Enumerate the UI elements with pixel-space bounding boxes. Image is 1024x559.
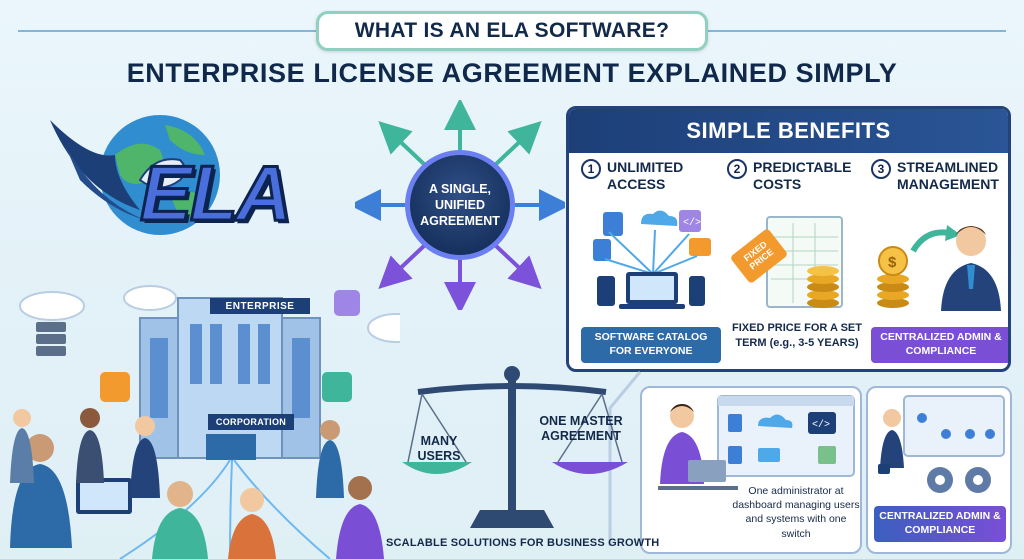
hub-arrows (355, 100, 565, 310)
code-icon (679, 210, 701, 232)
benefits-title: SIMPLE BENEFITS (569, 109, 1008, 153)
gear-icon (927, 467, 991, 493)
balance-scale-icon (402, 366, 628, 528)
arrow-down-left (378, 243, 427, 289)
benefit-title: STREAMLINED MANAGEMENT (897, 159, 999, 192)
coin-stack-icon (807, 266, 839, 308)
scale-left-label: MANY USERS (417, 434, 461, 463)
admin-caption: One administrator at dashboard managing … (732, 485, 860, 540)
benefit-caption: FIXED PRICE FOR A SET TERM (e.g., 3-5 YE… (732, 322, 862, 349)
database-icon (593, 239, 611, 261)
admin-illustration: </> (658, 395, 855, 490)
building-sign-bottom: CORPORATION (208, 414, 294, 430)
benefit-streamlined-management: 3 STREAMLINED MANAGEMENT $ CENTRALIZED A… (871, 159, 1008, 369)
administrator-icon (658, 404, 738, 490)
benefit-number: 1 (581, 159, 601, 179)
server-icon (36, 322, 66, 356)
connector-line (608, 371, 642, 546)
benefit-title: UNLIMITED ACCESS (607, 159, 684, 192)
cloud-app-icon (322, 372, 352, 402)
app-catalog-illustration: </> (593, 210, 711, 309)
document-icon (603, 212, 623, 236)
benefit-unlimited-access: 1 UNLIMITED ACCESS </> SOFTWARE CATALOG … (581, 159, 721, 369)
benefits-panel: SIMPLE BENEFITS 1 UNLIMITED ACCESS </> S… (566, 106, 1011, 372)
coin-stack-icon: $ (877, 246, 909, 308)
header-question: WHAT IS AN ELA SOFTWARE? (316, 11, 708, 51)
arrow-up-right (493, 121, 542, 167)
arrow-icon (910, 229, 950, 253)
ela-logo (50, 115, 220, 235)
manager-illustration: $ (877, 225, 1001, 311)
enterprise-scene (10, 285, 400, 559)
cloud-icon (641, 210, 678, 226)
benefit-number: 3 (871, 159, 891, 179)
header-rule-left (18, 30, 316, 32)
benefit-number: 2 (727, 159, 747, 179)
benefit-caption-banner: CENTRALIZED ADMIN & COMPLIANCE (871, 327, 1008, 363)
database-icon (334, 290, 360, 316)
phone-icon (689, 276, 705, 306)
employees-illustration (10, 408, 384, 559)
cloud-icon (19, 285, 400, 343)
building-sign-top: ENTERPRISE (210, 298, 310, 314)
tablet-icon (597, 276, 615, 306)
user-management-screen (903, 395, 1005, 457)
header-rule-right (708, 30, 1006, 32)
benefit-caption-banner: SOFTWARE CATALOG FOR EVERYONE (581, 327, 721, 363)
scale-right-label: ONE MASTER AGREEMENT (539, 414, 623, 443)
svg-text:$: $ (888, 254, 897, 271)
wing-icon (50, 120, 140, 210)
admin-panel: </> One administrator at dashboard manag… (640, 386, 862, 554)
benefit-predictable-costs: 2 PREDICTABLE COSTS FIXED PRICE FIXED PR… (727, 159, 867, 369)
businessman-icon (941, 226, 1001, 311)
compliance-illustration (878, 395, 1005, 493)
benefit-title: PREDICTABLE COSTS (753, 159, 852, 192)
svg-text:</>: </> (812, 419, 830, 431)
page-title: ENTERPRISE LICENSE AGREEMENT EXPLAINED S… (126, 58, 898, 88)
mail-icon (689, 238, 711, 256)
svg-text:</>: </> (683, 217, 701, 229)
businessman-icon (878, 409, 904, 474)
compliance-panel: CENTRALIZED ADMIN & COMPLIANCE (866, 386, 1012, 554)
compliance-banner: CENTRALIZED ADMIN & COMPLIANCE (874, 506, 1006, 542)
arrow-down-right (493, 243, 542, 289)
arrow-up-left (378, 121, 427, 167)
unified-agreement-hub: A SINGLE, UNIFIED AGREEMENT (405, 150, 515, 260)
logo-text: ELA (139, 148, 294, 239)
footer-caption: SCALABLE SOLUTIONS FOR BUSINESS GROWTH (386, 537, 660, 549)
document-icon (100, 372, 130, 402)
